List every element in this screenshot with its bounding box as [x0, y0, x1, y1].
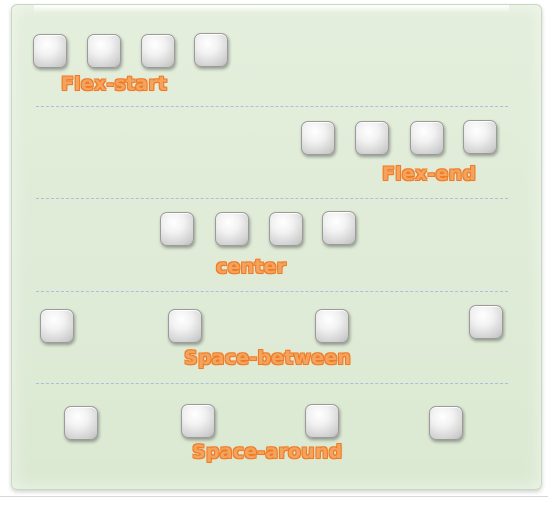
- space-around-label: Space-around: [192, 441, 343, 463]
- center-label: center: [216, 256, 287, 278]
- space-between-label: Space-between: [184, 347, 352, 369]
- flex-end-box-1: [301, 121, 335, 155]
- flex-end-label: Flex-end: [382, 163, 477, 185]
- space-between-box-2: [168, 309, 202, 343]
- space-around-box-2: [181, 404, 215, 438]
- center-box-3: [269, 212, 303, 246]
- row-divider-1: [36, 106, 508, 107]
- center-box-2: [215, 212, 249, 246]
- center-box-4: [322, 211, 356, 245]
- flex-end-box-4: [463, 120, 497, 154]
- space-around-box-4: [429, 406, 463, 440]
- space-between-box-4: [469, 305, 503, 339]
- bottom-rule: [0, 496, 548, 497]
- space-between-box-1: [40, 309, 74, 343]
- flex-end-box-3: [410, 121, 444, 155]
- space-around-box-3: [305, 404, 339, 438]
- flex-start-box-1: [33, 34, 67, 68]
- center-box-1: [160, 212, 194, 246]
- row-divider-4: [36, 383, 508, 384]
- space-around-box-1: [64, 406, 98, 440]
- space-between-box-3: [315, 309, 349, 343]
- row-divider-2: [36, 198, 508, 199]
- flex-end-box-2: [355, 121, 389, 155]
- flex-start-label: Flex-start: [61, 73, 168, 95]
- row-divider-3: [36, 291, 508, 292]
- flex-start-box-3: [141, 34, 175, 68]
- flex-start-box-4: [194, 33, 228, 67]
- flex-start-box-2: [87, 34, 121, 68]
- panel-highlight: [34, 5, 509, 13]
